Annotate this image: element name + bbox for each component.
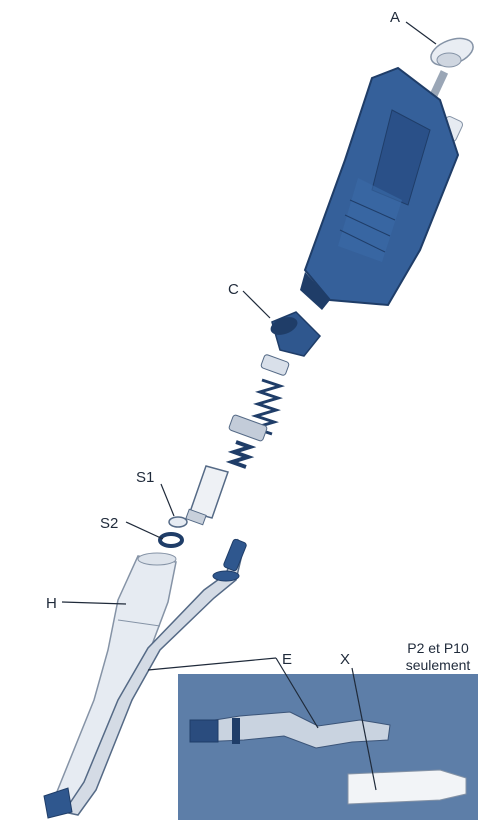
callout-h: H (46, 595, 57, 612)
callout-c: C (228, 281, 239, 298)
inset-photo (178, 674, 478, 820)
tip-holder (52, 553, 176, 810)
seal-s1 (169, 517, 187, 527)
piston (186, 466, 228, 525)
o-ring-s2 (160, 534, 182, 546)
note-p2-p10-only: P2 et P10 seulement (396, 640, 480, 674)
spring-assembly (228, 354, 289, 467)
callout-x: X (340, 651, 350, 668)
note-line-1: P2 et P10 (396, 640, 480, 657)
callout-a: A (390, 9, 400, 26)
callout-s1: S1 (136, 469, 154, 486)
callout-e: E (282, 651, 292, 668)
callout-s2: S2 (100, 515, 118, 532)
note-line-2: seulement (396, 657, 480, 674)
coupling-nut (268, 312, 320, 356)
pipette-body (300, 68, 458, 310)
